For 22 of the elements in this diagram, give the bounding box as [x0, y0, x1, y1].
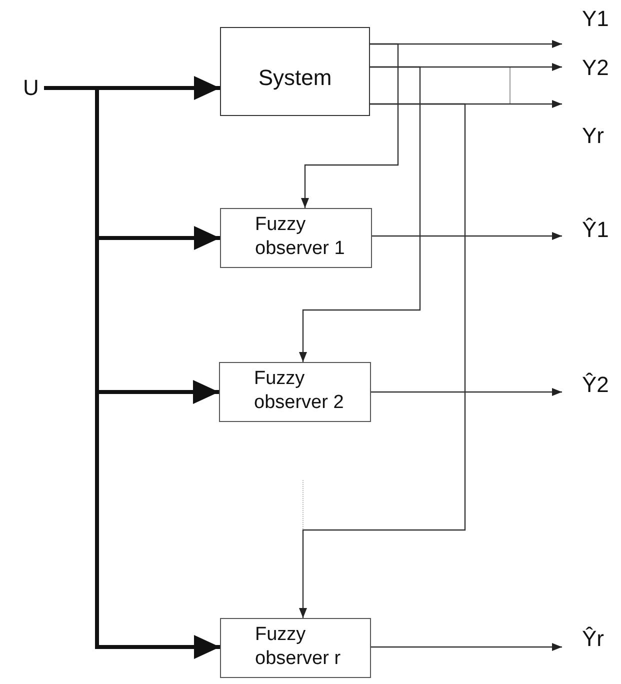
signal-label: Ŷ2	[582, 370, 609, 398]
arrow	[299, 103, 466, 618]
signal-label: Y1	[582, 5, 609, 33]
arrow	[371, 388, 562, 396]
arrow	[299, 66, 421, 362]
process-box	[220, 208, 372, 268]
box-label: System	[258, 64, 332, 92]
signal-label: U	[23, 74, 39, 102]
signal-label: Ŷ1	[582, 216, 609, 244]
arrow	[44, 86, 220, 659]
process-box	[219, 362, 371, 422]
arrow	[301, 43, 399, 208]
signal-label: Y2	[582, 54, 609, 82]
arrow	[372, 232, 562, 240]
signal-label: Ŷr	[582, 624, 604, 652]
signal-label: Yr	[582, 122, 604, 150]
box-label: Fuzzy observer r	[255, 623, 342, 671]
process-box	[220, 27, 370, 116]
process-box	[220, 618, 371, 678]
box-label: Fuzzy observer 2	[254, 367, 345, 415]
box-label: Fuzzy observer 1	[255, 213, 346, 261]
arrow	[371, 643, 562, 651]
